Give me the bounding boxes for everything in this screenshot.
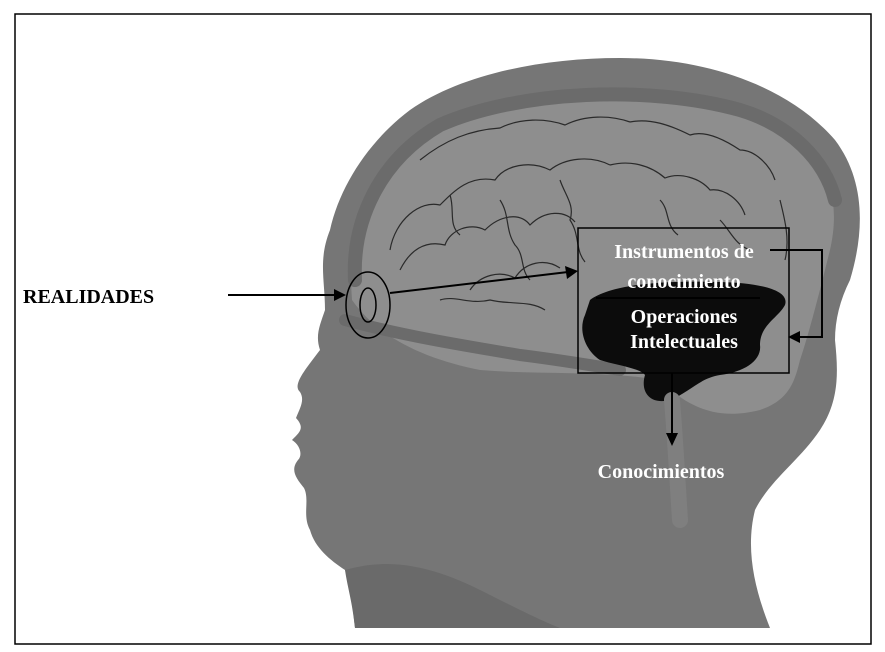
label-realidades: REALIDADES [23,286,154,308]
spinal-column [672,400,680,520]
label-operations-line2: Intelectuales [630,331,738,353]
label-conocimientos: Conocimientos [598,461,725,483]
label-operations-line1: Operaciones [631,306,738,328]
label-instruments-line1: Instrumentos de [614,241,754,263]
label-instruments-line2: conocimiento [627,271,740,293]
